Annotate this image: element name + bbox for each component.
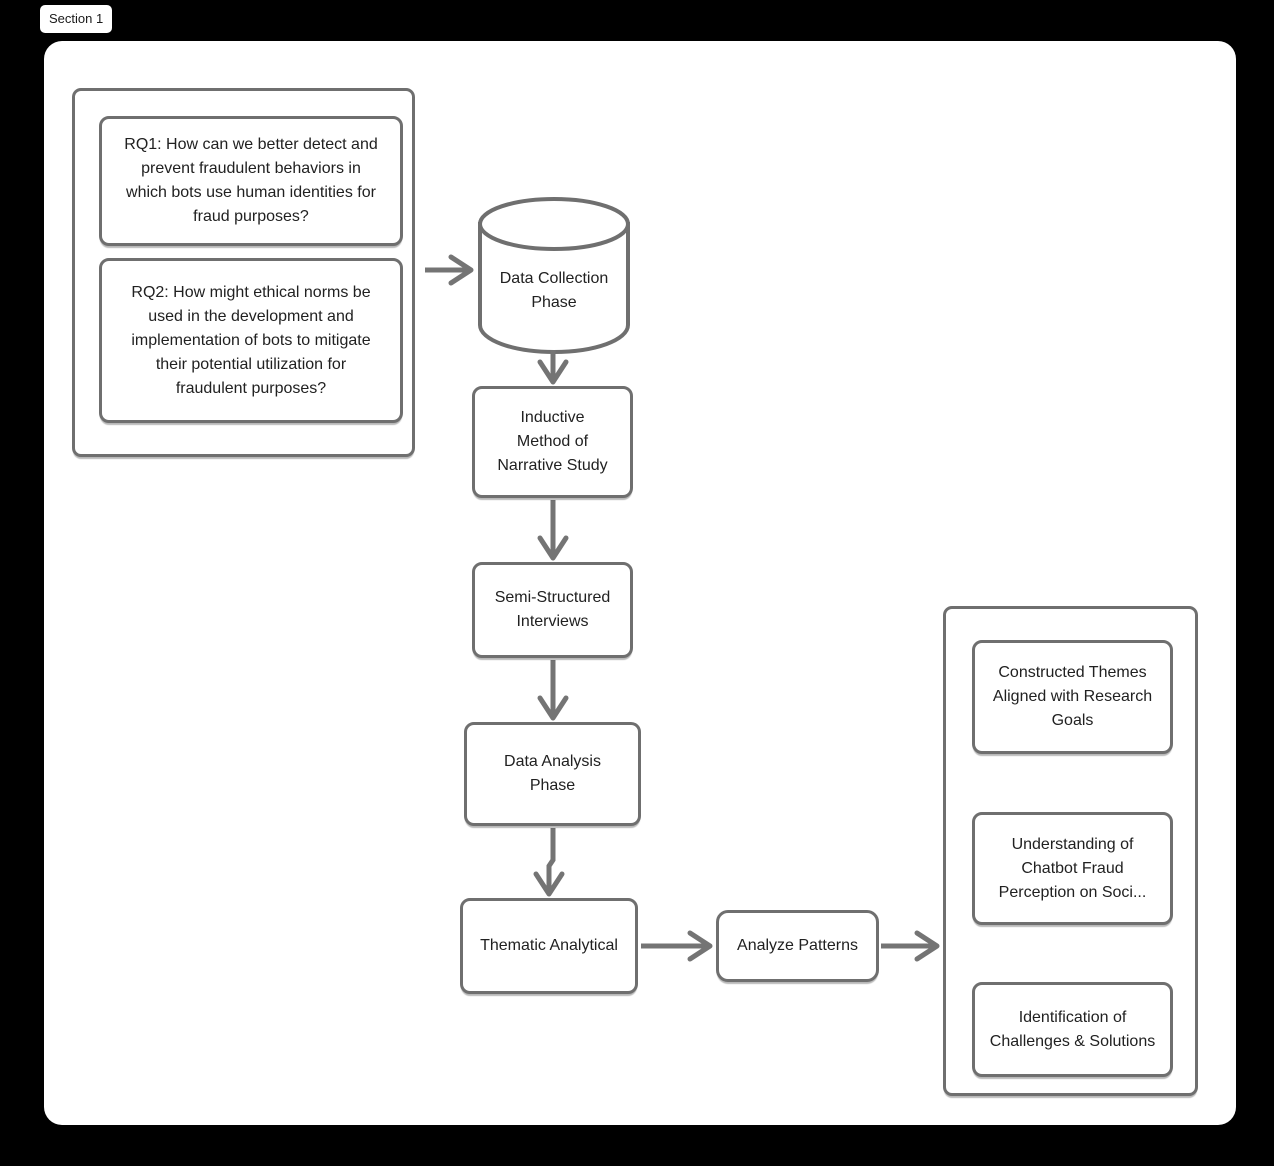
node-rq2[interactable]: RQ2: How might ethical norms be used in … — [99, 258, 403, 423]
node-analyze-patterns[interactable]: Analyze Patterns — [716, 910, 879, 982]
node-rq1[interactable]: RQ1: How can we better detect and preven… — [99, 116, 403, 246]
node-understanding-chatbot-fraud[interactable]: Understanding of Chatbot Fraud Perceptio… — [972, 812, 1173, 925]
diagram-canvas: RQ1: How can we better detect and preven… — [44, 41, 1236, 1125]
node-identification-challenges[interactable]: Identification of Challenges & Solutions — [972, 982, 1173, 1077]
node-constructed-themes[interactable]: Constructed Themes Aligned with Research… — [972, 640, 1173, 754]
node-data-analysis-phase[interactable]: Data Analysis Phase — [464, 722, 641, 826]
section-tab[interactable]: Section 1 — [40, 5, 113, 33]
node-semi-structured-interviews[interactable]: Semi-Structured Interviews — [472, 562, 633, 658]
node-inductive-method[interactable]: Inductive Method of Narrative Study — [472, 386, 633, 498]
node-thematic-analytical[interactable]: Thematic Analytical — [460, 898, 638, 994]
node-data-collection-phase-label[interactable]: Data Collection Phase — [499, 270, 609, 311]
arrow-analysis-to-thematic — [533, 828, 565, 897]
